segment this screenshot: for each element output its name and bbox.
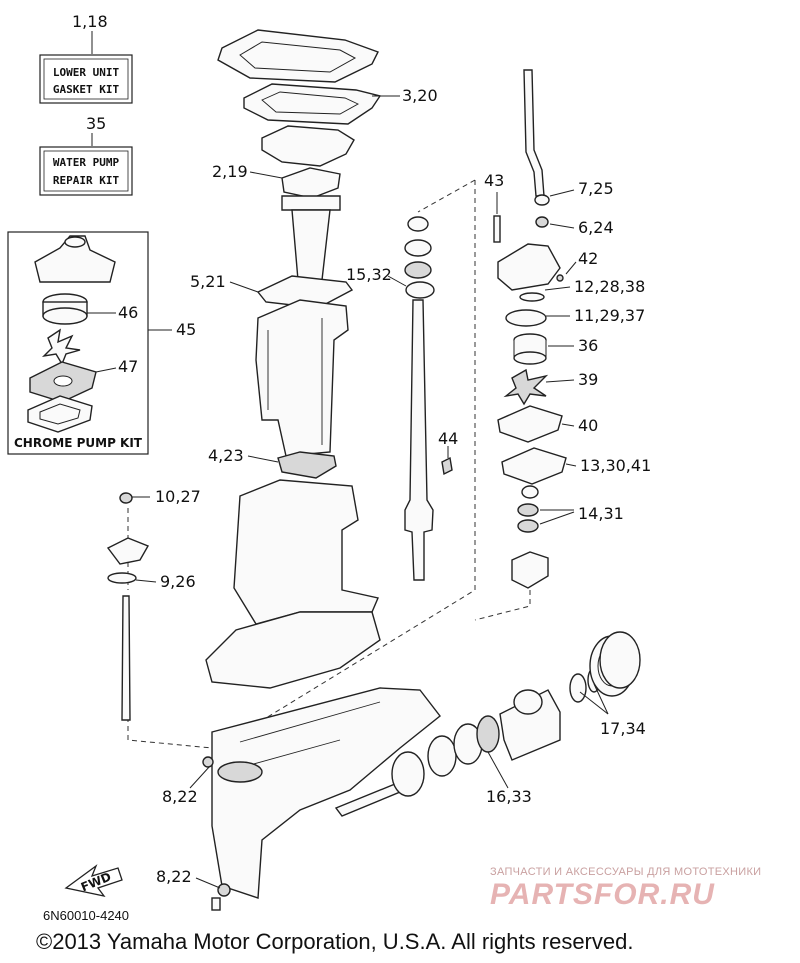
forward-gear [391,751,425,797]
callout-6-24[interactable]: 6,24 [578,218,614,237]
callout-12-28-38[interactable]: 12,28,38 [574,277,645,296]
callout-43[interactable]: 43 [484,171,504,190]
kit-impeller [41,328,81,366]
callout-13-30-41[interactable]: 13,30,41 [580,456,651,475]
callout-47[interactable]: 47 [118,357,138,376]
gasket-3-20 [243,83,382,125]
callout-5-21[interactable]: 5,21 [190,272,226,291]
copyright-notice: ©2013 Yamaha Motor Corporation, U.S.A. A… [36,929,634,954]
callout-10-27[interactable]: 10,27 [155,487,201,506]
shift-rod-assembly: 10,27 9,26 [106,487,213,749]
mid-casing [233,479,379,625]
callout-16-33[interactable]: 16,33 [486,787,532,806]
o-ring-16-33 [476,715,500,753]
callout-17-34[interactable]: 17,34 [600,719,646,738]
pump-housing [497,243,561,291]
gasket-4-23 [277,451,337,479]
fwd-arrow-icon: FWD [64,864,123,897]
exhaust-tube [291,209,331,281]
anti-cavitation-plate [205,611,381,689]
drive-shaft [404,299,434,581]
callout-35[interactable]: 35 [86,114,106,133]
callout-15-32[interactable]: 15,32 [346,265,392,284]
gasket-kit-line2: GASKET KIT [53,83,120,96]
callout-11-29-37[interactable]: 11,29,37 [574,306,645,325]
water-tube [523,69,545,197]
kit-pump-housing [34,235,116,283]
oil-seal-housing [511,551,549,589]
callout-40[interactable]: 40 [578,416,598,435]
cartridge-36 [513,351,547,365]
o-ring-11-29-37 [505,309,547,327]
o-ring-15-32 [405,281,435,299]
callout-36[interactable]: 36 [578,336,598,355]
plate-40 [497,405,563,443]
callout-8-22-a[interactable]: 8,22 [162,787,198,806]
water-pump-kit-box: 35 WATER PUMP REPAIR KIT [39,114,133,196]
callout-8-22-b[interactable]: 8,22 [156,867,192,886]
water-pump-kit-line2: REPAIR KIT [53,174,120,187]
gasket-kit-line1: LOWER UNIT [53,66,120,79]
document-code: 6N60010-4240 [43,908,130,923]
callout-45[interactable]: 45 [176,320,196,339]
upper-casing [255,299,349,457]
callout-44[interactable]: 44 [438,429,458,448]
callout-42[interactable]: 42 [578,249,598,268]
callout-4-23[interactable]: 4,23 [208,446,244,465]
callout-46[interactable]: 46 [118,303,138,322]
callout-7-25[interactable]: 7,25 [578,179,614,198]
callout-3-20[interactable]: 3,20 [402,86,438,105]
lower-case [211,687,441,899]
water-pump-kit-line1: WATER PUMP [53,156,120,169]
impeller-39 [503,368,549,406]
shift-rod-lever [106,537,150,565]
callout-14-31[interactable]: 14,31 [578,504,624,523]
callout-2-19[interactable]: 2,19 [212,162,248,181]
callout-9-26[interactable]: 9,26 [160,572,196,591]
water-pump-assembly: 7,25 6,24 43 42 12,28,38 11,29,37 36 39 [474,69,651,621]
lower-case-assembly: 17,34 16,33 8,22 8,22 [156,631,646,911]
kit-gasket [27,395,93,433]
upper-casing-assembly: 3,20 2,19 5,21 4,23 [190,29,438,689]
o-ring-9-26 [107,572,137,584]
gasket-kit-box: 1,18 LOWER UNIT GASKET KIT [39,12,133,104]
chrome-pump-kit-title: CHROME PUMP KIT [14,436,143,450]
shift-rod [121,595,131,721]
guide-plate [261,125,355,167]
drive-shaft-assembly: 15,32 44 [265,179,476,719]
gasket-13-30-41 [501,447,567,485]
top-plate [217,29,379,83]
gasket-2-19 [281,167,341,199]
watermark-logo: PARTSFOR.RU [490,878,715,911]
gasket-5-21 [256,275,354,309]
chrome-pump-kit-box: 46 47 CHROME PUMP KIT 45 [7,231,196,455]
callout-1-18[interactable]: 1,18 [72,12,108,31]
callout-39[interactable]: 39 [578,370,598,389]
watermark-tagline: ЗАПЧАСТИ И АКСЕССУАРЫ ДЛЯ МОТОТЕХНИКИ [490,866,762,878]
bolt-43 [493,215,501,243]
